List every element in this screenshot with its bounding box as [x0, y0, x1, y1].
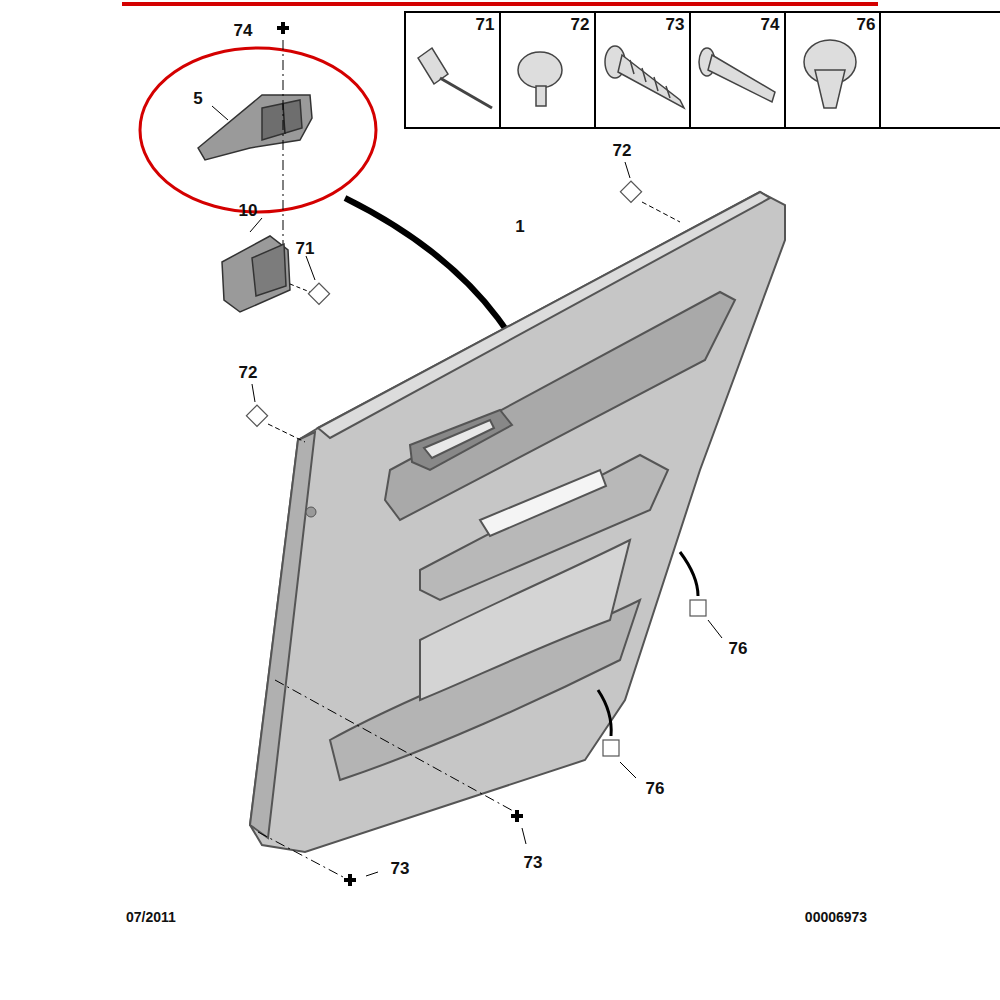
drawing-reference: 00006973	[803, 909, 869, 925]
callout-number: 74	[232, 21, 255, 40]
callout-number: 10	[237, 201, 260, 220]
table-cell-number: 74	[759, 15, 782, 34]
table-cell-number: 73	[664, 15, 687, 34]
table-cell-number: 71	[474, 15, 497, 34]
callout-number: 71	[294, 239, 317, 258]
callout-number: 73	[522, 853, 545, 872]
table-cell-number: 76	[855, 15, 878, 34]
callout-number: 76	[644, 779, 667, 798]
callout-number: 76	[727, 639, 750, 658]
callout-number: 72	[611, 141, 634, 160]
callout-number: 72	[237, 363, 260, 382]
drawing-reference: 07/2011	[124, 909, 178, 925]
callout-number: 5	[191, 89, 204, 108]
table-cell-number: 72	[569, 15, 592, 34]
callout-number: 1	[513, 217, 526, 236]
callout-number: 73	[389, 859, 412, 878]
